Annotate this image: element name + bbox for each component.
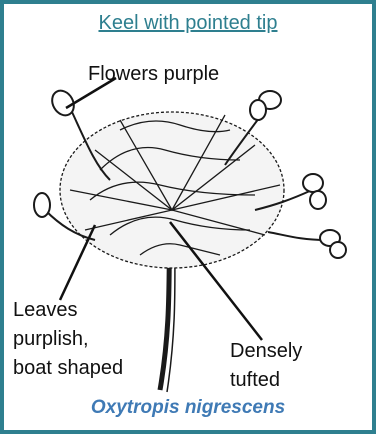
label-leaves: Leaves purplish, boat shaped [13,296,123,383]
leaf-tuft [60,112,284,268]
label-leaves-line2: purplish, [13,325,123,354]
species-name: Oxytropis nigrescens [0,397,376,419]
label-leaves-line3: boat shaped [13,354,123,383]
leaves-leader [60,225,95,300]
label-flowers: Flowers purple [88,60,219,89]
label-dense-line2: tufted [230,366,302,395]
label-dense-line1: Densely [230,337,302,366]
label-densely-tufted: Densely tufted [230,337,302,395]
label-leaves-line1: Leaves [13,296,123,325]
